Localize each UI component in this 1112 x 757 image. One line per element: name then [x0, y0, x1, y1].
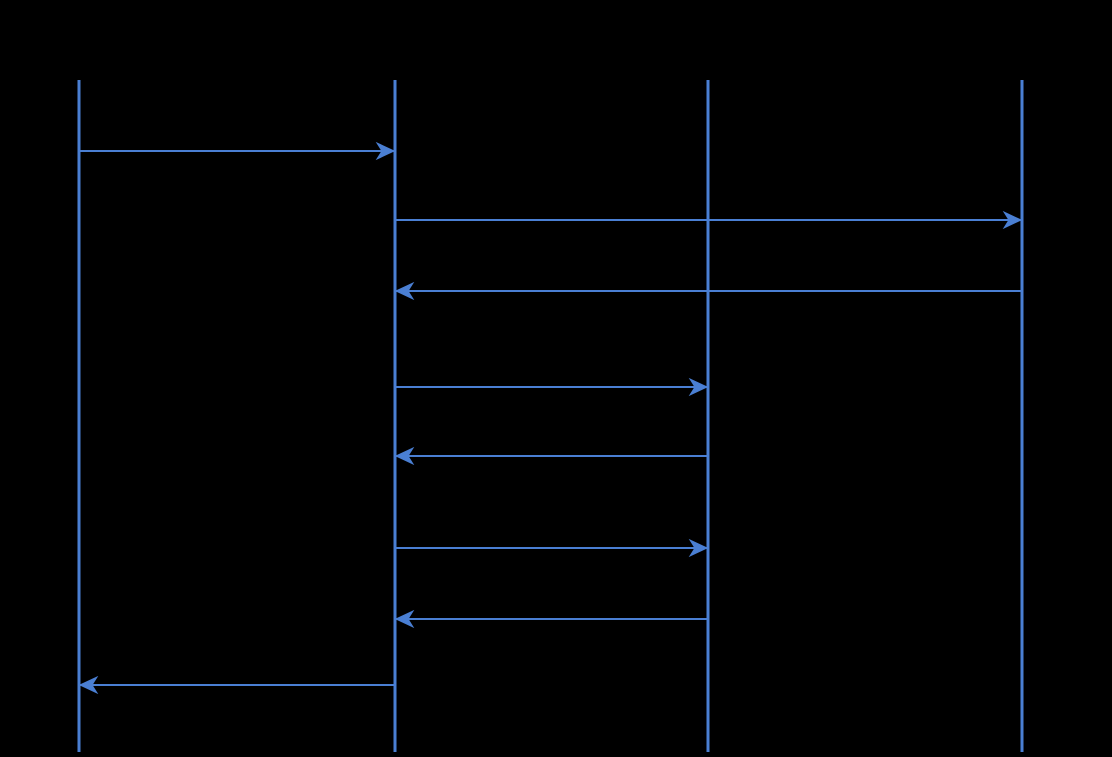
message-arrowhead-1: [375, 141, 396, 161]
activation-bars-group: [393, 151, 1024, 685]
message-arrowhead-6: [688, 538, 709, 558]
message-arrowhead-3: [394, 281, 415, 301]
message-arrowhead-4: [688, 377, 709, 397]
message-arrowhead-2: [1002, 210, 1023, 230]
message-5: [394, 446, 708, 466]
message-7: [394, 609, 708, 629]
message-arrowhead-7: [394, 609, 415, 629]
message-2: [395, 210, 1023, 230]
message-arrowhead-5: [394, 446, 415, 466]
message-4: [395, 377, 709, 397]
message-8: [78, 675, 395, 695]
message-1: [79, 141, 396, 161]
lifelines-group: [77, 80, 1024, 752]
message-arrowhead-8: [78, 675, 99, 695]
message-3: [394, 281, 1022, 301]
message-6: [395, 538, 709, 558]
messages-group: [78, 141, 1023, 695]
